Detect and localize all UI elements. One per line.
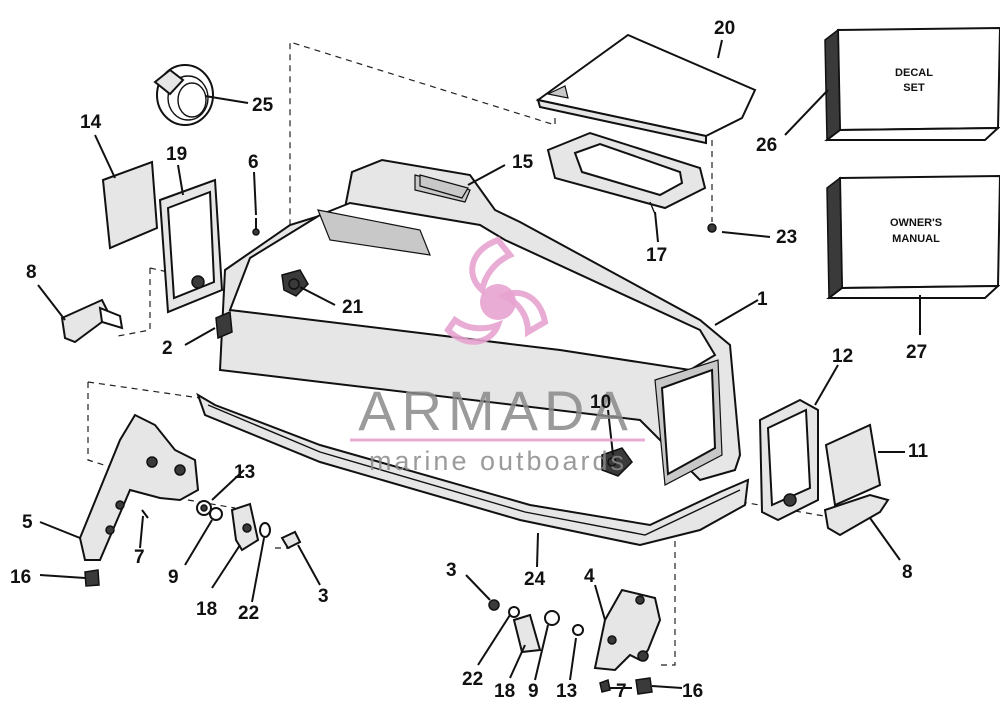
part-right-access-plate: [758, 398, 819, 522]
part-screw-21: [288, 278, 300, 290]
label-7-right: 7: [616, 681, 627, 702]
label-3-right: 3: [446, 560, 457, 581]
label-27: 27: [906, 342, 927, 363]
part-seal-ring: [546, 131, 707, 215]
decal-text-line2: SET: [903, 82, 925, 94]
part-left-latch: [60, 298, 124, 344]
part-latch-plate: [607, 457, 617, 467]
part-left-access-plate: [158, 178, 224, 314]
label-15: 15: [512, 152, 534, 173]
watermark-brand: ARMADA: [358, 379, 634, 442]
label-3-left: 3: [318, 586, 329, 607]
label-8-left: 8: [26, 262, 37, 283]
label-21: 21: [342, 297, 364, 318]
armada-watermark: ARMADA marine outboards: [350, 236, 645, 476]
label-7-left: 7: [134, 547, 145, 568]
label-22-right: 22: [462, 669, 483, 690]
decal-text-line1: DECAL: [895, 67, 933, 79]
label-16-left: 16: [10, 567, 31, 588]
leader-lines: [37, 39, 921, 689]
part-left-bracket: [78, 413, 200, 561]
label-1: 1: [757, 289, 768, 310]
label-26: 26: [756, 135, 777, 156]
label-24: 24: [524, 569, 546, 590]
part-cover-plate: [535, 33, 757, 145]
label-13-left: 13: [234, 462, 255, 483]
label-23: 23: [776, 227, 797, 248]
hardware-left: [84, 500, 302, 587]
label-8-right: 8: [902, 562, 913, 583]
label-14: 14: [80, 112, 102, 133]
owners-manual-box: OWNER'S MANUAL: [826, 174, 1000, 300]
part-grommet: [215, 310, 233, 340]
watermark-tagline: marine outboards: [369, 446, 627, 476]
label-19: 19: [166, 144, 187, 165]
label-12: 12: [832, 346, 853, 367]
part-right-latch: [823, 493, 890, 537]
part-right-gasket: [824, 423, 882, 507]
part-screw-6: [252, 218, 260, 236]
label-5: 5: [22, 512, 33, 533]
label-10: 10: [590, 392, 611, 413]
callout-labels: 1 2 3 3 4 5 6 7 7 8 8 9 9 10 11 12 13 13…: [10, 18, 929, 702]
label-18-left: 18: [196, 599, 217, 620]
guide-lines: [87, 41, 837, 666]
manual-text-line1: OWNER'S: [890, 217, 942, 229]
propeller-logo-icon: [444, 236, 549, 345]
label-20: 20: [714, 18, 735, 39]
label-13-right: 13: [556, 681, 577, 702]
label-18-right: 18: [494, 681, 515, 702]
part-gasket-pad: [101, 160, 159, 250]
part-hose: [153, 64, 214, 126]
part-right-bracket: [593, 588, 662, 672]
label-22-left: 22: [238, 603, 259, 624]
manual-text-line2: MANUAL: [892, 233, 940, 245]
label-16-right: 16: [682, 681, 703, 702]
hardware-right: [488, 223, 717, 695]
part-seal-strip: [196, 392, 750, 547]
part-top-grommet: [419, 174, 469, 199]
label-6: 6: [248, 152, 259, 173]
label-17: 17: [646, 245, 667, 266]
decal-set-box: DECAL SET: [824, 26, 1000, 142]
label-9-left: 9: [168, 567, 179, 588]
label-11: 11: [908, 441, 929, 462]
label-9-right: 9: [528, 681, 539, 702]
label-2: 2: [162, 338, 173, 359]
label-25: 25: [252, 95, 274, 116]
label-4: 4: [584, 566, 595, 587]
